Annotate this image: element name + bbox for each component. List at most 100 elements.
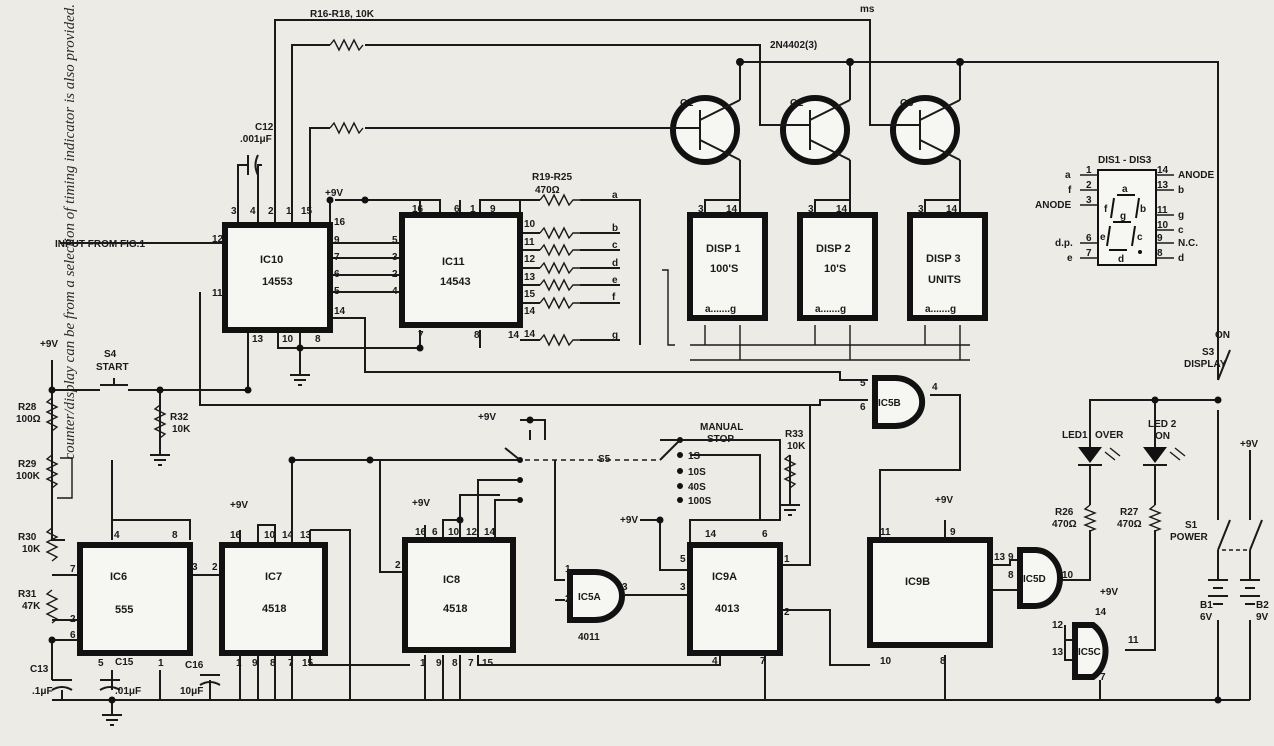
svg-text:16: 16 xyxy=(412,204,424,215)
plus9v-label-ic10: +9V xyxy=(325,188,343,199)
ic7-body xyxy=(219,542,328,656)
seg-g: g xyxy=(1120,211,1126,222)
led1-symbol xyxy=(1078,447,1102,463)
ic5a-part: 4011 xyxy=(578,632,600,643)
svg-text:7: 7 xyxy=(760,656,766,667)
svg-text:2: 2 xyxy=(565,594,571,605)
svg-text:6: 6 xyxy=(432,527,438,538)
pin-right-0: 14 xyxy=(1157,165,1169,176)
b2-label: B2 xyxy=(1256,600,1269,611)
svg-text:14: 14 xyxy=(836,204,848,215)
svg-text:3: 3 xyxy=(698,204,704,215)
b2-value: 9V xyxy=(1256,612,1269,623)
svg-text:14: 14 xyxy=(282,530,294,541)
pin-right-label-4: N.C. xyxy=(1178,238,1198,249)
capacitors-and-grounds xyxy=(51,154,1263,726)
svg-text:8: 8 xyxy=(474,330,480,341)
svg-text:9: 9 xyxy=(950,527,956,538)
pin-left-label-5: e xyxy=(1067,253,1073,264)
ic8-body xyxy=(402,537,516,653)
r19-r25-value: 470Ω xyxy=(535,185,560,196)
svg-text:4: 4 xyxy=(392,286,398,297)
display-label: DISPLAY xyxy=(1184,359,1227,370)
pin-left-label-0: a xyxy=(1065,170,1071,181)
svg-text:13: 13 xyxy=(994,552,1006,563)
resistors xyxy=(45,38,1162,624)
svg-text:1: 1 xyxy=(236,658,242,669)
svg-text:8: 8 xyxy=(1008,570,1014,581)
plus9v-ic8: +9V xyxy=(412,498,430,509)
disp3-digit: UNITS xyxy=(928,274,961,286)
pin-left-label-2: ANODE xyxy=(1035,200,1071,211)
top-fragment: ms xyxy=(860,4,875,15)
resistor-r16 xyxy=(329,38,364,52)
ic11-body xyxy=(399,212,523,328)
svg-text:16: 16 xyxy=(230,530,242,541)
pin-right-label-5: d xyxy=(1178,253,1184,264)
svg-text:1: 1 xyxy=(470,204,476,215)
svg-text:14: 14 xyxy=(726,204,738,215)
transistor-q3 xyxy=(880,95,961,165)
r27-value: 470Ω xyxy=(1117,519,1142,530)
svg-text:12: 12 xyxy=(212,234,224,245)
over-label: OVER xyxy=(1095,430,1124,441)
svg-text:11: 11 xyxy=(212,288,223,299)
svg-text:9: 9 xyxy=(252,658,258,669)
svg-text:e: e xyxy=(612,275,618,286)
pin-right-5: 8 xyxy=(1157,248,1163,259)
svg-text:d: d xyxy=(612,258,618,269)
svg-text:1: 1 xyxy=(158,658,164,669)
svg-text:15: 15 xyxy=(524,289,536,300)
svg-text:6: 6 xyxy=(334,269,340,280)
svg-text:9: 9 xyxy=(1008,552,1014,563)
svg-text:10: 10 xyxy=(264,530,276,541)
svg-text:15: 15 xyxy=(301,206,313,217)
range-1s: 1S xyxy=(688,451,701,462)
ic10-name: IC10 xyxy=(260,254,283,266)
pin-left-label-4: d.p. xyxy=(1055,238,1073,249)
svg-text:5: 5 xyxy=(860,378,866,389)
r29-label: R29 xyxy=(18,459,37,470)
svg-text:2: 2 xyxy=(784,607,790,618)
ic8-name: IC8 xyxy=(443,574,460,586)
r16-r18-label: R16-R18, 10K xyxy=(310,9,375,20)
disp3-seg: a.......g xyxy=(925,304,956,315)
c12-label: C12 xyxy=(255,122,274,133)
pin-right-label-3: c xyxy=(1178,225,1184,236)
c13-label: C13 xyxy=(30,664,49,675)
svg-text:b: b xyxy=(612,223,618,234)
pin-right-1: 13 xyxy=(1157,180,1169,191)
r28-value: 100Ω xyxy=(16,414,41,425)
ic5d-label: IC5D xyxy=(1023,574,1046,585)
pin-right-label-0: ANODE xyxy=(1178,170,1214,181)
b1-value: 6V xyxy=(1200,612,1213,623)
r33-label: R33 xyxy=(785,429,804,440)
svg-text:14: 14 xyxy=(946,204,958,215)
pin-right-2: 11 xyxy=(1157,205,1168,216)
c12-value: .001μF xyxy=(240,134,272,145)
svg-text:6: 6 xyxy=(860,402,866,413)
pin-right-4: 9 xyxy=(1157,233,1163,244)
svg-text:11: 11 xyxy=(524,237,535,248)
ic9b-body xyxy=(867,537,993,648)
svg-text:10: 10 xyxy=(880,656,892,667)
svg-text:7: 7 xyxy=(418,330,424,341)
r32-label: R32 xyxy=(170,412,189,423)
svg-text:10: 10 xyxy=(524,219,536,230)
svg-text:5: 5 xyxy=(98,658,104,669)
svg-text:3: 3 xyxy=(808,204,814,215)
r19-r25-label: R19-R25 xyxy=(532,172,572,183)
svg-text:1: 1 xyxy=(286,206,292,217)
svg-text:13: 13 xyxy=(300,530,312,541)
r28-label: R28 xyxy=(18,402,37,413)
svg-text:14: 14 xyxy=(524,329,536,340)
ic11-part: 14543 xyxy=(440,276,471,288)
r31-value: 47K xyxy=(22,601,41,612)
manual-label: MANUAL xyxy=(700,422,743,433)
svg-text:1: 1 xyxy=(420,658,426,669)
svg-text:2: 2 xyxy=(395,560,401,571)
ic6-name: IC6 xyxy=(110,571,127,583)
s3-on-label: ON xyxy=(1215,330,1230,341)
svg-text:9: 9 xyxy=(490,204,496,215)
